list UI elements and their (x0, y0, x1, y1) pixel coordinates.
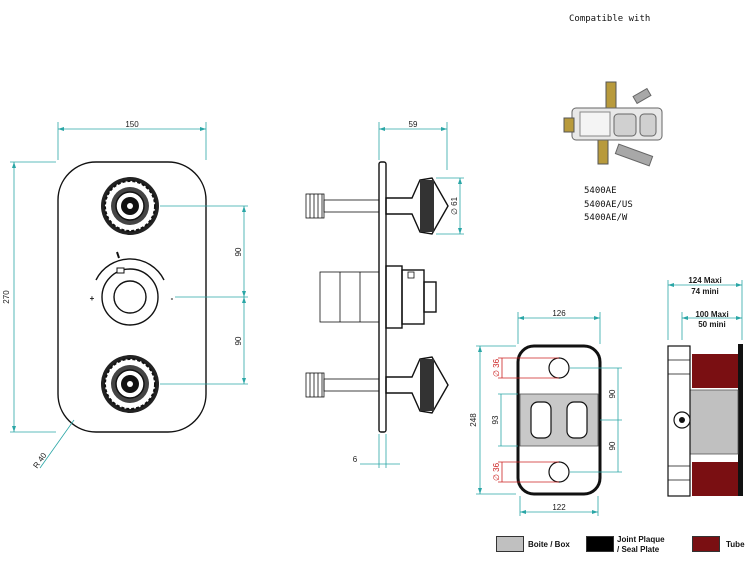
box-side-max2-label: 100 Maxi (695, 310, 728, 319)
thermostatic-dial-icon (95, 251, 165, 326)
minus-symbol: - (171, 294, 174, 303)
compatible-title: Compatible with (569, 14, 651, 24)
valve-body-illustration (563, 81, 663, 167)
box-side-tube-top (692, 354, 738, 388)
box-side-min-label: 74 mini (691, 287, 719, 296)
box-side-max-label: 124 Maxi (688, 276, 721, 285)
legend-seal-label-2: / Seal Plate (617, 545, 660, 554)
box-side-tube-bottom (692, 462, 738, 496)
legend-box-swatch (496, 536, 524, 552)
front-width-label: 150 (125, 120, 139, 129)
box-spacing-top-label: 90 (608, 389, 617, 398)
bottom-valve-icon (305, 356, 449, 414)
thermostatic-cartridge-icon (319, 265, 437, 329)
side-view: 59 ∅ 61 (305, 120, 464, 468)
legend-seal-label-1: Joint Plaque (617, 535, 665, 544)
box-hole-top (548, 357, 570, 379)
box-side-view: 124 Maxi 74 mini 100 Maxi 50 mini (667, 276, 743, 497)
box-view: 126 122 248 93 ∅ 36 ∅ 36 90 90 (469, 309, 622, 516)
side-plate-thickness-label: 6 (353, 455, 358, 464)
legend-box-label: Boite / Box (528, 540, 570, 549)
front-radius-label: R 40 (31, 451, 48, 470)
front-view: 150 270 90 90 (2, 120, 248, 470)
bottom-handle-icon (101, 355, 159, 413)
box-hole-top-label: ∅ 36 (492, 358, 501, 377)
compatible-model-1: 5400AE (584, 186, 617, 196)
box-hole-bottom-label: ∅ 36 (492, 462, 501, 481)
front-spacing-bottom-label: 90 (234, 336, 243, 345)
legend-seal-swatch (586, 536, 614, 552)
front-spacing-top-label: 90 (234, 247, 243, 256)
top-handle-icon (101, 177, 159, 235)
legend-tube-label: Tube (726, 540, 745, 549)
compatible-model-3: 5400AE/W (584, 213, 628, 223)
box-width-bottom-label: 122 (552, 503, 566, 512)
box-hole-bottom (548, 461, 570, 483)
box-inner-label: 93 (491, 415, 500, 424)
box-height-label: 248 (469, 413, 478, 427)
box-side-min2-label: 50 mini (698, 320, 726, 329)
side-diameter-label: ∅ 61 (450, 196, 459, 215)
box-width-top-label: 126 (552, 309, 566, 318)
plus-symbol: + (90, 294, 95, 303)
front-height-label: 270 (2, 290, 11, 304)
side-depth-label: 59 (409, 120, 418, 129)
compatible-model-2: 5400AE/US (584, 200, 633, 210)
legend-tube-swatch (692, 536, 720, 552)
box-spacing-bottom-label: 90 (608, 441, 617, 450)
box-side-body (683, 389, 739, 455)
side-plate (378, 161, 387, 433)
top-valve-icon (305, 177, 449, 235)
